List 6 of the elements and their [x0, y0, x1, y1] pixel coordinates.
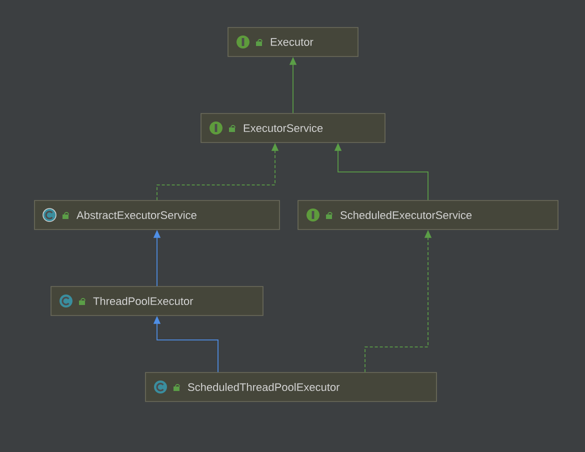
class-box: ExecutorService [200, 113, 386, 143]
class-box: AbstractExecutorService [34, 200, 280, 230]
class-box: ScheduledExecutorService [298, 200, 558, 230]
class-box: ScheduledThreadPoolExecutor [145, 372, 437, 402]
class-box: ThreadPoolExecutor [50, 286, 264, 316]
class-box: Executor [228, 27, 358, 57]
